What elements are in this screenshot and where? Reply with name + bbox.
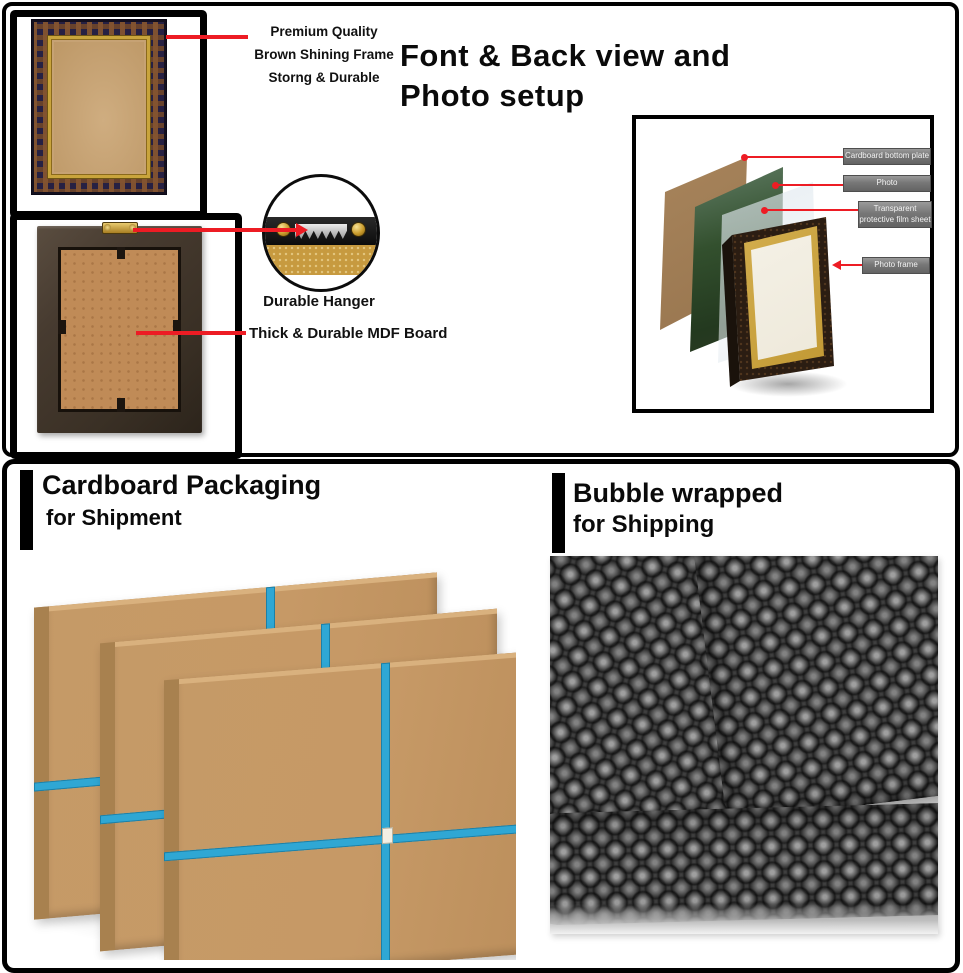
- page-title-line2: Photo setup: [400, 78, 585, 113]
- mdf-callout-line: [136, 331, 246, 335]
- bubble-package-right: [691, 556, 938, 822]
- photo-setup-diagram: Cardboard bottom plate Photo Transparent…: [632, 115, 934, 413]
- feature-label: Storng & Durable: [268, 70, 380, 85]
- cardboard-packaging-title: Cardboard Packaging: [42, 470, 322, 500]
- strap-vertical: [380, 662, 390, 960]
- part-label-film: Transparent protective film sheet: [858, 201, 932, 228]
- gold-fabric: [265, 245, 377, 275]
- hanger-zoom-inset: [262, 174, 380, 292]
- cardboard-packaging-subtitle: for Shipment: [46, 505, 182, 530]
- ornate-frame-border: [32, 20, 166, 194]
- part-label-photo: Photo: [843, 175, 931, 192]
- feature-label: Premium Quality: [270, 24, 378, 39]
- cardboard-boxes-photo: [22, 552, 516, 960]
- strap-buckle: [381, 826, 393, 844]
- callout-line: [778, 184, 843, 186]
- page-title: Font & Back view and Photo setup: [400, 36, 770, 116]
- frame-clip: [58, 319, 66, 334]
- callout-line: [747, 156, 843, 158]
- callout-dot: [772, 182, 779, 189]
- front-frame-callout-line: [166, 35, 248, 39]
- bubble-wrapped-title: Bubble wrapped: [573, 478, 784, 508]
- left-heading-bar: [20, 470, 33, 550]
- bubble-wrap-photo: [550, 556, 938, 934]
- page-title-line1: Font & Back view and: [400, 38, 731, 73]
- callout-arrow: [832, 260, 841, 270]
- bubble-package-bottom: [550, 802, 938, 926]
- sawtooth-hanger: [295, 224, 347, 239]
- front-view-photo-frame: [10, 10, 207, 218]
- callout-dot: [761, 207, 768, 214]
- back-view-photo-frame: [10, 213, 242, 459]
- part-label-frame: Photo frame: [862, 257, 930, 274]
- callout-line: [767, 209, 858, 211]
- cardboard-box-front: [164, 651, 516, 960]
- gold-nail: [352, 223, 365, 236]
- mdf-label: Thick & Durable MDF Board: [249, 325, 448, 342]
- right-heading-bar: [552, 473, 565, 553]
- frame-backing-board: [54, 42, 144, 172]
- strap-horizontal: [164, 823, 516, 862]
- back-frame: [37, 222, 202, 433]
- feature-label: Brown Shining Frame: [254, 47, 394, 62]
- frame-clip: [173, 319, 181, 334]
- callout-dot: [741, 154, 748, 161]
- frame-white-mat: [751, 235, 817, 360]
- hanger-label: Durable Hanger: [263, 293, 375, 310]
- front-frame-feature-labels: Premium Quality Brown Shining Frame Stor…: [238, 20, 410, 89]
- bubble-wrapped-subtitle: for Shipping: [573, 511, 715, 538]
- hanger-callout-line: [133, 228, 297, 232]
- gold-inner-trim: [48, 36, 150, 178]
- part-label-cardboard: Cardboard bottom plate: [843, 148, 931, 165]
- mdf-board: [58, 247, 181, 412]
- callout-line: [840, 264, 862, 266]
- frame-clip: [117, 398, 126, 412]
- frame-clip: [117, 247, 126, 259]
- hanger-callout-arrow: [296, 223, 308, 237]
